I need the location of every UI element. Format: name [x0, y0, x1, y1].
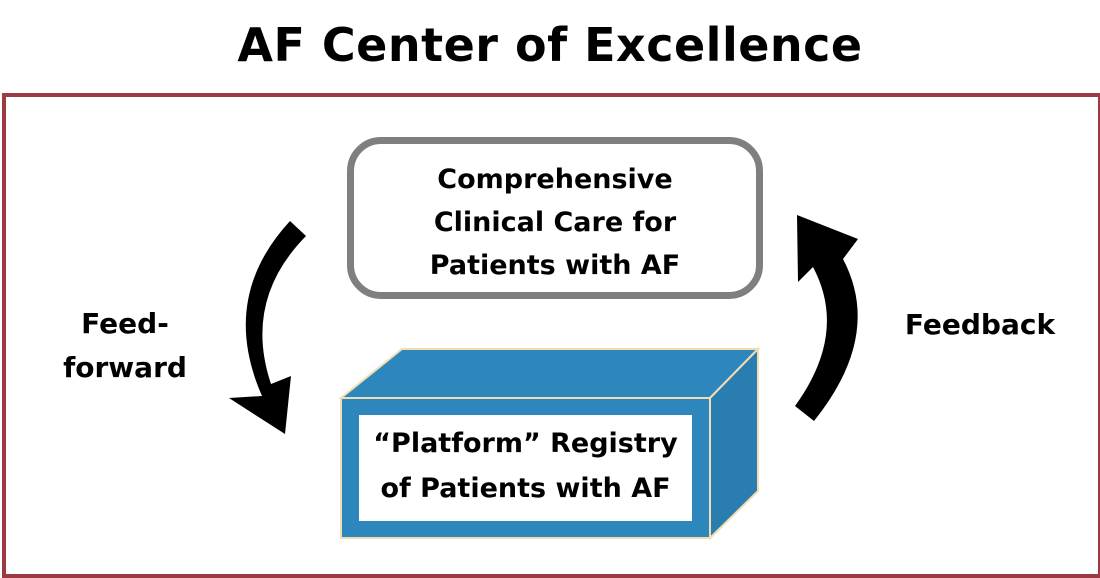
feed-forward-label: Feed- forward — [40, 302, 210, 390]
clinical-care-line-2: Clinical Care for — [433, 207, 677, 238]
feed-forward-line-1: Feed- — [81, 307, 169, 340]
feedback-arrow — [795, 215, 858, 421]
feed-forward-line-2: forward — [63, 351, 187, 384]
clinical-care-line-1: Comprehensive — [437, 164, 673, 195]
registry-label-panel: “Platform” Registry of Patients with AF — [359, 415, 692, 521]
registry-text: “Platform” Registry of Patients with AF — [359, 421, 692, 511]
registry-line-2: of Patients with AF — [380, 473, 671, 504]
registry-box-top — [338, 348, 761, 399]
registry-line-1: “Platform” Registry — [373, 428, 678, 459]
diagram-title: AF Center of Excellence — [237, 18, 863, 72]
clinical-care-text: Comprehensive Clinical Care for Patients… — [354, 158, 756, 287]
clinical-care-line-3: Patients with AF — [429, 250, 681, 281]
feedback-label: Feedback — [904, 308, 1056, 341]
feed-forward-arrow — [229, 221, 306, 434]
clinical-care-box: Comprehensive Clinical Care for Patients… — [347, 137, 763, 299]
